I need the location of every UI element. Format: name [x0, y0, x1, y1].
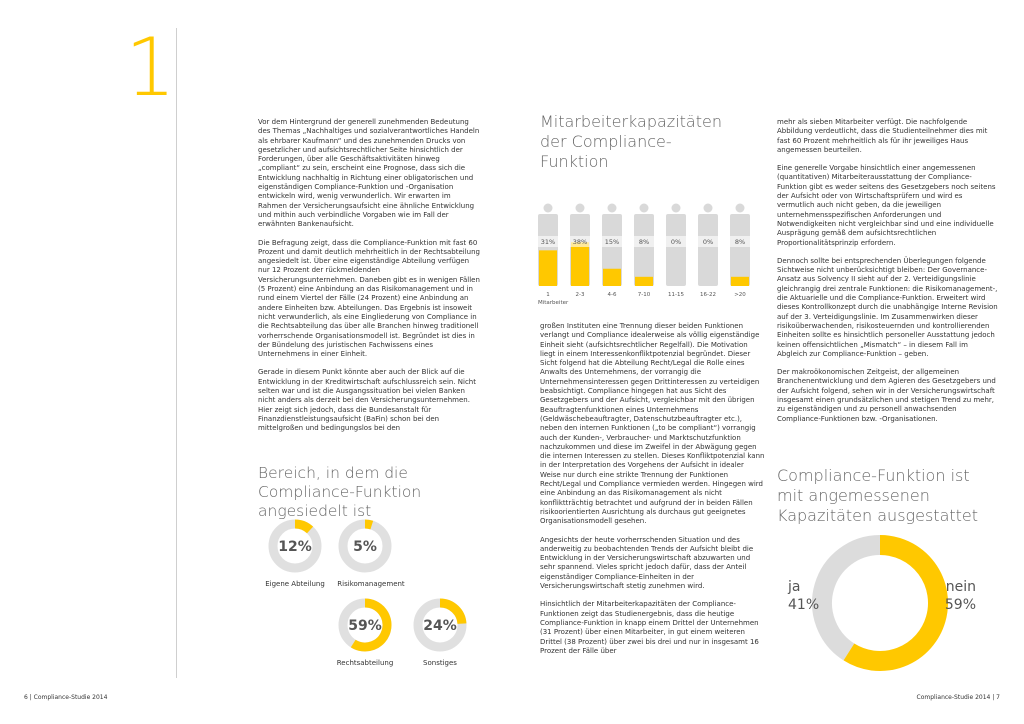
person-bar-2: 15% 4-6 [602, 203, 622, 298]
person-bar-6: 8% >20 [730, 203, 750, 298]
left-text-column: Vor dem Hintergrund der generell zunehme… [258, 118, 480, 443]
section-heading-middle: Mitarbeiterkapazitäten der Compliance-Fu… [540, 112, 722, 171]
value-label-bg [698, 236, 718, 247]
paragraph: Dennoch sollte bei entsprechenden Überle… [777, 256, 998, 358]
x-tick-label: 16-22 [700, 292, 716, 298]
value-label: 0% [671, 238, 681, 246]
paragraph: Angesichts der heute vorherrschenden Sit… [540, 535, 754, 591]
value-label: 38% [573, 238, 587, 246]
bar-fill [635, 276, 653, 286]
chapter-number: 1 [125, 21, 176, 114]
paragraph: großen Instituten eine Trennung dieser b… [540, 322, 765, 526]
value-label-bg [634, 236, 654, 247]
value-label: 8% [639, 238, 649, 246]
bar-fill [539, 250, 557, 286]
donut-percent: 59% [348, 618, 382, 634]
person-head [543, 203, 553, 213]
right-text-column: mehr als sieben Mitarbeiter verfügt. Die… [777, 118, 999, 433]
donut-arc [294, 519, 314, 534]
x-tick-label: 7-10 [638, 292, 651, 298]
value-label-bg [666, 236, 686, 247]
person-body [698, 214, 718, 286]
donut-percent: 5% [353, 539, 377, 555]
donut-arc [439, 598, 467, 625]
value-label-bg [602, 236, 622, 247]
paragraph: Hinsichtlich der Mitarbeiterkapazitäten … [540, 600, 759, 655]
paragraph: Der makroökonomischen Zeitgeist, der all… [777, 368, 996, 423]
paragraph: mehr als sieben Mitarbeiter verfügt. Die… [777, 118, 988, 154]
person-body [730, 214, 750, 286]
person-body [634, 214, 654, 286]
person-head [735, 203, 745, 213]
footer-right: Compliance-Studie 2014 | 7 [916, 694, 1000, 701]
person-bar-1: 38% 2-3 [570, 203, 590, 298]
donut-arc [350, 598, 392, 652]
x-tick-label: 4-6 [608, 292, 617, 298]
person-bar-3: 8% 7-10 [634, 203, 654, 298]
person-body [666, 214, 686, 286]
donut-1: 5% Risikomanagement [337, 519, 405, 588]
paragraph: Eine generelle Vorgabe hinsichtlich eine… [777, 164, 996, 247]
pie-chart-title: Compliance-Funktion ist mit angemessenen… [777, 466, 979, 525]
paragraph: Die Befragung zeigt, dass die Compliance… [258, 238, 480, 359]
bar-fill [731, 276, 749, 286]
donut-0: 12% Eigene Abteilung [265, 519, 325, 588]
footer-left: 6 | Compliance-Studie 2014 [24, 694, 108, 701]
person-head [575, 203, 585, 213]
value-label-bg [570, 236, 590, 247]
value-label: 15% [605, 238, 619, 246]
person-bar-4: 0% 11-15 [666, 203, 686, 298]
person-head [607, 203, 617, 213]
donut-label: Rechtsabteilung [337, 659, 394, 667]
value-label: 31% [541, 238, 555, 246]
person-head [703, 203, 713, 213]
slice-nein [843, 535, 948, 671]
paragraph: Gerade in diesem Punkt könnte aber auch … [258, 368, 476, 433]
employee-capacity-chart: 31% 1 38% 2-3 15% 4-6 8% 7-10 0% 11-15 0% 16-22 8% >2… [538, 203, 750, 306]
person-bar-5: 0% 16-22 [698, 203, 718, 298]
donut-2: 59% Rechtsabteilung [337, 598, 394, 667]
x-tick-label: >20 [734, 292, 746, 298]
value-label-bg [730, 236, 750, 247]
donut-3: 24% Sonstiges [413, 598, 467, 667]
bar-fill [571, 242, 589, 286]
donut-arc [364, 519, 374, 530]
donut-label: Risikomanagement [337, 580, 405, 588]
person-bar-0: 31% 1 [538, 203, 558, 298]
value-label: 0% [703, 238, 713, 246]
label-nein: nein [946, 579, 976, 595]
donut-label: Sonstiges [423, 659, 457, 667]
person-head [671, 203, 681, 213]
donut-chart-group: 12% Eigene Abteilung 5% Risikomanagement 59%… [265, 519, 467, 667]
person-body [602, 214, 622, 286]
adequacy-donut-chart: ja 41% nein 59% [787, 535, 976, 671]
value-nein: 59% [945, 597, 976, 613]
x-tick-label: 11-15 [668, 292, 684, 298]
value-ja: 41% [788, 597, 819, 613]
value-label-bg [538, 236, 558, 247]
person-head [639, 203, 649, 213]
vertical-divider [176, 28, 177, 678]
donut-percent: 12% [278, 539, 312, 555]
slice-ja [812, 535, 881, 661]
paragraph: Vor dem Hintergrund der generell zunehme… [258, 118, 480, 229]
label-ja: ja [787, 579, 800, 595]
middle-text-column: großen Instituten eine Trennung dieser b… [540, 322, 765, 665]
value-label: 8% [735, 238, 745, 246]
x-axis-label: Mitarbeiter [538, 300, 569, 306]
x-tick-label: 1 [546, 292, 550, 298]
bar-fill [603, 268, 621, 286]
section-heading-left: Bereich, in dem die Compliance-Funktion … [258, 464, 422, 520]
donut-label: Eigene Abteilung [265, 580, 325, 588]
x-tick-label: 2-3 [576, 292, 585, 298]
donut-percent: 24% [423, 618, 457, 634]
